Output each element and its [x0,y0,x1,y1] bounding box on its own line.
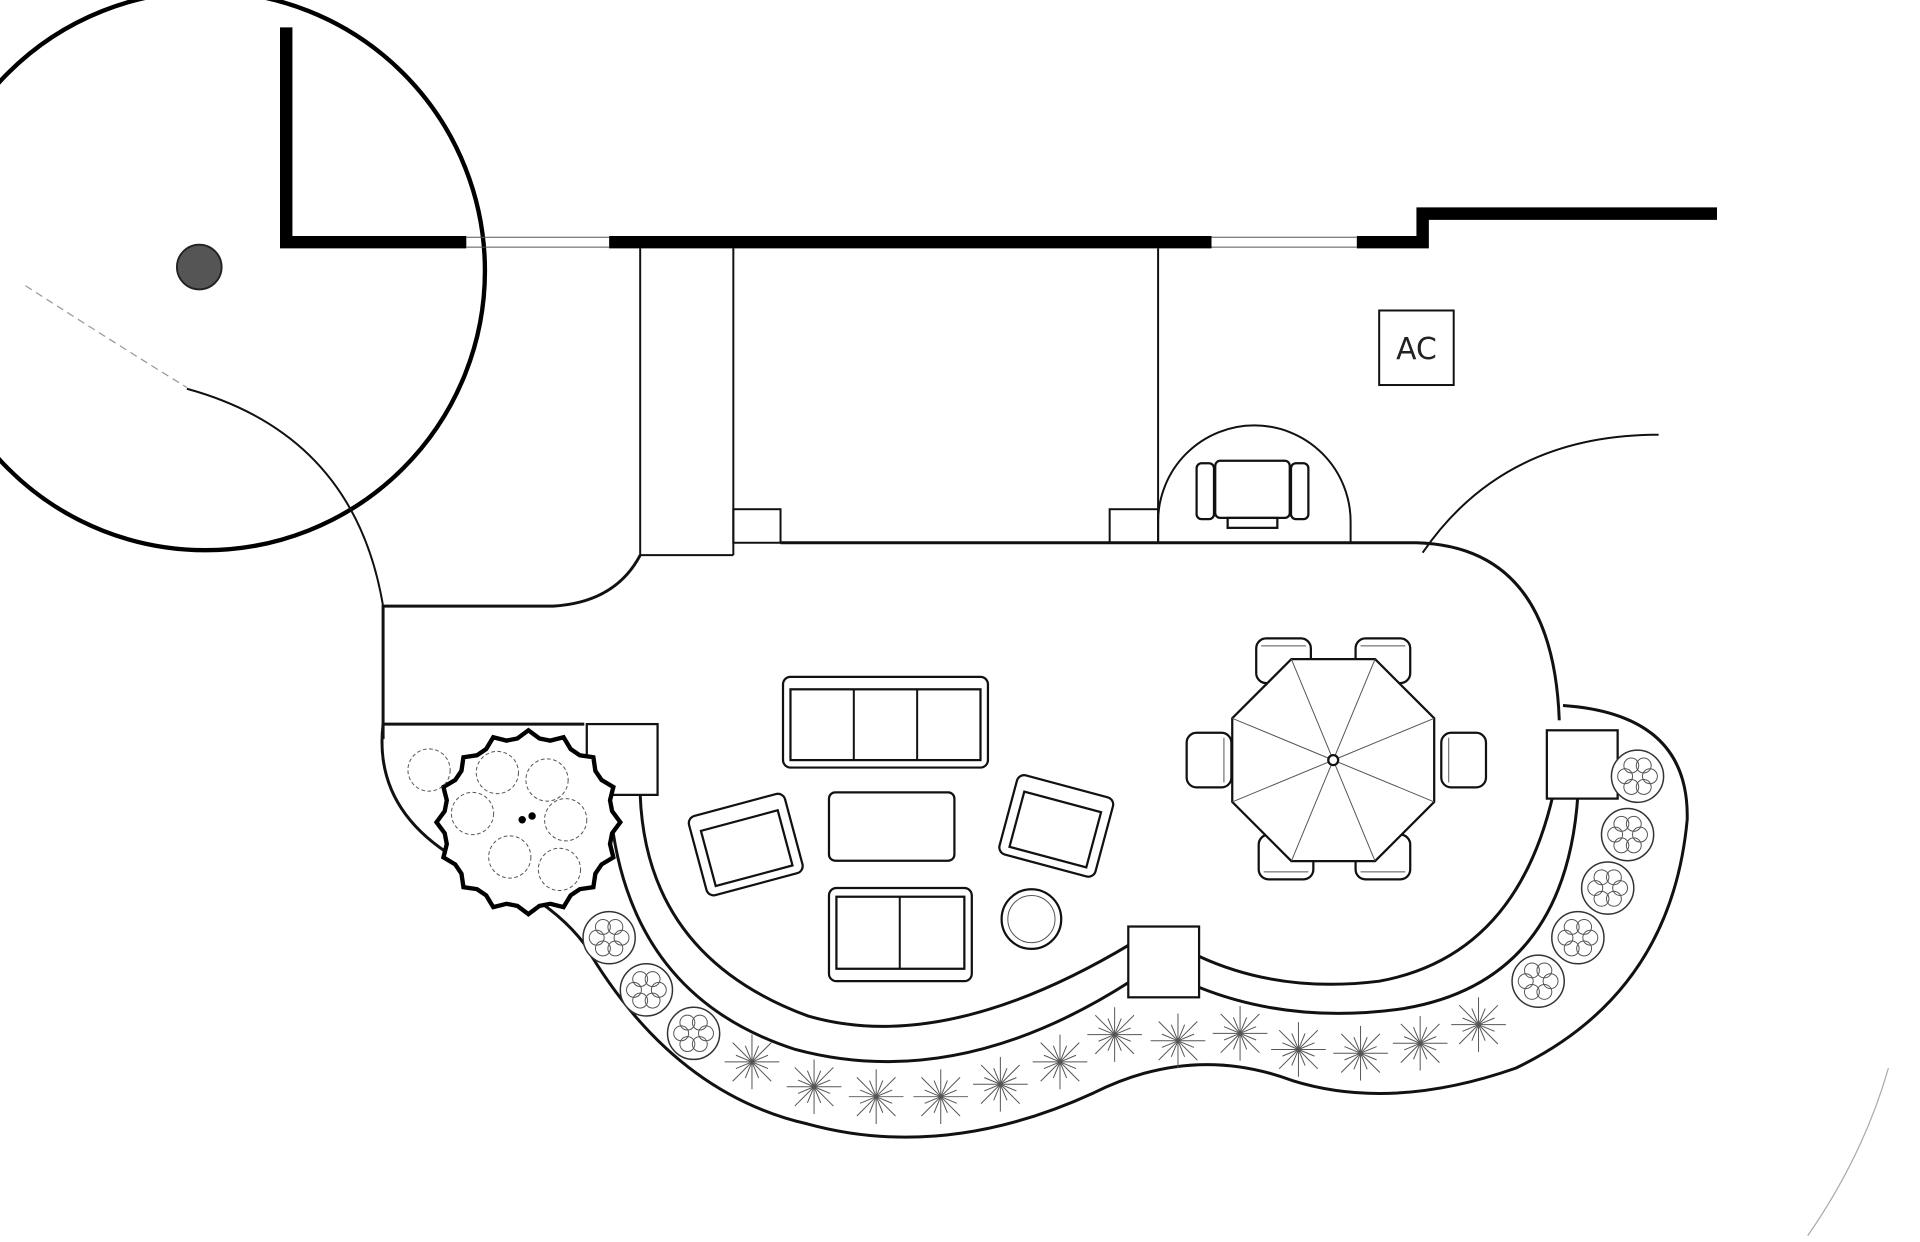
coffee-table [827,791,956,862]
umbrella-rib [1232,717,1334,761]
tree-leaf-cluster [407,748,451,792]
shrub-icon [1580,861,1635,915]
umbrella-rib [1290,658,1334,761]
grass-icon [1333,1025,1388,1081]
tree-trunk-icon [518,815,526,824]
walkway [639,248,1160,557]
umbrella-rib [1332,658,1376,761]
tree-trunk-icon [175,243,223,291]
shrub-icon [582,910,636,965]
pillar [1127,925,1201,999]
lounge-chair [1195,459,1310,529]
shrub-icon [1610,749,1665,804]
lawn-edge-far-right [1807,1067,1889,1237]
shrub-icon [1551,910,1605,965]
window-right [1211,236,1357,248]
chair-landing [1157,424,1352,543]
tree-trunk-icon [528,812,536,820]
grass-icon [848,1069,904,1125]
grass-icon [1032,1034,1088,1090]
grass-icon [973,1056,1028,1112]
shrub-icon [1600,807,1655,862]
canopy-dashed-arc [25,285,188,389]
shrub-icon [619,963,674,1017]
tree-leaf-cluster [488,835,532,879]
grass-icon [1392,1015,1448,1071]
lawn-edge-right [1421,433,1659,554]
house-wall [280,27,1717,249]
grass-icon [724,1034,780,1090]
dining-chair [1185,731,1233,789]
umbrella-pole [1327,754,1340,767]
ornamental-grass-group [724,997,1506,1125]
shrub-icon [666,1006,721,1061]
tree-leaf-cluster [525,758,569,802]
tree-canopy [433,727,624,917]
dining-set [1185,637,1488,881]
tree-leaf-cluster [544,798,588,842]
grass-icon [1212,1006,1268,1061]
loveseat [827,886,973,983]
tree-leaf-cluster [450,791,495,836]
dining-chair [1440,731,1488,789]
tree-canopy-outline [0,0,488,553]
patio-edge [381,541,1561,739]
seat-wall-inner [638,794,1555,1028]
pillar [1545,729,1619,800]
grass-icon [1271,1022,1326,1077]
umbrella-rib [1232,759,1334,803]
grass-icon [1150,1013,1206,1069]
grass-icon [1451,997,1506,1052]
grass-icon [786,1059,842,1115]
ornamental-tree [407,727,624,917]
umbrella-rib [1290,759,1334,862]
umbrella-rib [1333,717,1435,761]
window-left [466,236,610,248]
umbrella-rib [1333,759,1435,803]
ac-unit-label: AC [1396,332,1437,367]
shrub-group [582,749,1665,1061]
lawn-edge-left [186,387,385,607]
shrub-icon [1511,954,1565,1009]
tree-leaf-cluster [537,847,582,892]
umbrella-rib [1332,759,1376,862]
grass-icon [1087,1007,1142,1062]
ac-unit: AC [1378,309,1455,387]
armchair-right [998,774,1115,878]
sofa [781,675,990,769]
side-table [1000,888,1063,951]
tree-leaf-cluster [475,750,519,795]
seat-wall-outer [607,794,1580,1064]
armchair-left [687,792,804,897]
grass-icon [913,1069,969,1125]
